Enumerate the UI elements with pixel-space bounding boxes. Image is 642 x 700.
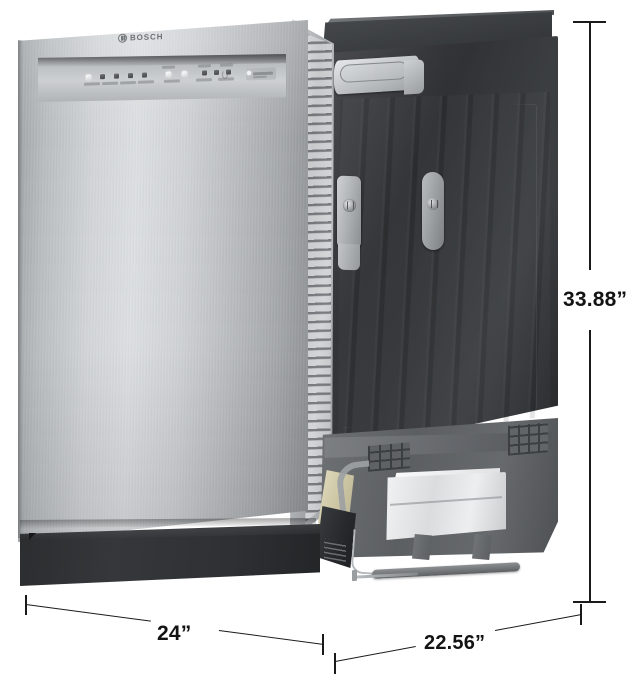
brushed-steel-texture — [18, 20, 308, 542]
stainless-door-front — [18, 20, 308, 542]
base-vent-grille-left — [368, 442, 410, 472]
hinge-screw-icon — [343, 199, 356, 212]
height-tick-bottom — [573, 601, 606, 603]
indicator-6[interactable] — [166, 71, 171, 77]
bosch-emblem-icon — [118, 33, 127, 43]
side-panel-highlight — [328, 36, 558, 456]
door-hinge-bracket — [337, 175, 361, 249]
door-shading — [18, 20, 308, 542]
top-bracket-tab — [404, 59, 424, 95]
depth-tick-left — [334, 653, 336, 674]
height-tick-top — [573, 21, 606, 23]
indicator-2[interactable] — [100, 74, 105, 80]
side-back-panel — [328, 36, 558, 456]
leveling-rod-cap — [352, 569, 357, 582]
depth-tick-right — [580, 604, 582, 625]
indicator-9[interactable] — [214, 69, 219, 76]
door-hinge-bracket-lower — [338, 243, 360, 271]
pump-support-foot-left — [412, 534, 432, 560]
indicator-4[interactable] — [128, 73, 133, 79]
side-panel-ribbing — [338, 92, 550, 444]
latch-linkage — [350, 529, 378, 575]
depth-dimension-label: 22.56” — [424, 632, 486, 654]
indicator-3[interactable] — [114, 73, 119, 79]
control-panel-shadow — [38, 54, 286, 67]
motor-fins — [324, 538, 346, 562]
button-label-5 — [164, 79, 180, 83]
indicator-1[interactable] — [86, 74, 91, 80]
base-vent-grille-right — [508, 422, 548, 456]
bosch-logo: BOSCH — [118, 32, 163, 43]
width-tick-left — [25, 595, 27, 615]
door-left-edge — [18, 40, 23, 538]
button-label-2 — [102, 81, 118, 86]
indicator-7[interactable] — [182, 71, 187, 77]
height-line-upper — [589, 22, 591, 270]
cycle-text-3 — [220, 63, 233, 67]
depth-line-left — [335, 646, 416, 662]
button-label-3 — [120, 80, 136, 85]
toe-kick-notch — [29, 533, 36, 540]
height-dimension-label: 33.88” — [563, 288, 628, 311]
height-line-lower — [589, 330, 591, 602]
indicator-5[interactable] — [142, 72, 147, 78]
access-plate — [422, 171, 444, 251]
width-line-right — [218, 630, 324, 645]
button-label-6 — [196, 78, 212, 82]
bosch-wordmark: BOSCH — [130, 31, 164, 42]
door-bottom-shadow — [20, 518, 316, 528]
cycle-text-1 — [162, 65, 175, 69]
cycle-text-2 — [198, 64, 211, 68]
button-label-1 — [84, 82, 100, 86]
dishwasher-illustration: BOSCH — [0, 0, 600, 620]
pump-support-foot-right — [472, 534, 492, 560]
pump-assembly — [386, 472, 506, 540]
button-label-4 — [138, 80, 154, 84]
indicator-8[interactable] — [202, 70, 207, 76]
width-dimension-label: 24” — [157, 622, 192, 645]
width-tick-right — [322, 634, 324, 655]
access-plate-screw-icon — [427, 198, 439, 210]
